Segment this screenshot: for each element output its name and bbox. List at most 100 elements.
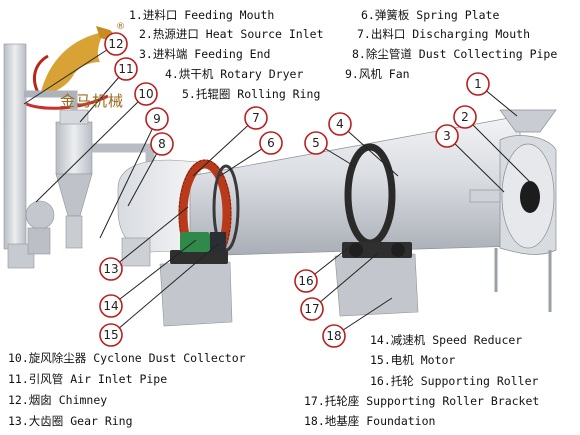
legend-number: 17. <box>304 394 325 408</box>
legend-chinese: 引风管 <box>28 372 64 386</box>
callout-number: 1 <box>474 77 482 91</box>
legend-item: 9.风机 Fan <box>345 67 410 81</box>
callout-number: 8 <box>158 137 166 151</box>
callout-circle <box>99 323 123 347</box>
callout-number: 6 <box>267 136 275 150</box>
callout-4: 4 <box>328 112 352 136</box>
callout-circle <box>150 132 174 156</box>
legend-number: 15. <box>370 353 391 367</box>
callout-circle <box>104 32 128 56</box>
legend-item: 11.引风管 Air Inlet Pipe <box>8 372 167 386</box>
callout-circle <box>466 72 490 96</box>
legend-number: 5. <box>182 87 196 101</box>
foundation-right <box>334 253 419 317</box>
legend-number: 1. <box>129 8 143 22</box>
callout-1: 1 <box>466 72 490 96</box>
legend-number: 8. <box>352 47 366 61</box>
legend-chinese: 进料端 <box>152 47 188 61</box>
callout-circle <box>453 105 477 129</box>
callout-7: 7 <box>244 106 268 130</box>
callout-circle <box>435 124 459 148</box>
legend-english: Spring Plate <box>416 8 500 22</box>
callout-circle <box>304 131 328 155</box>
callout-5: 5 <box>304 131 328 155</box>
callout-12: 12 <box>104 32 128 56</box>
legend-english: Dust Collecting Pipe <box>418 47 558 61</box>
legend-number: 9. <box>345 67 359 81</box>
cyclone-dust-collector <box>55 109 93 249</box>
legend-english: Supporting Roller Bracket <box>366 394 540 408</box>
legend-chinese: 电机 <box>390 353 414 367</box>
feed-end-hood <box>469 109 557 312</box>
callout-14: 14 <box>99 294 123 318</box>
legend-english: Speed Reducer <box>432 333 523 347</box>
callout-circle <box>300 297 324 321</box>
callout-number: 9 <box>153 112 161 126</box>
legend-number: 3. <box>139 47 153 61</box>
callout-circle <box>99 257 123 281</box>
callout-circle <box>99 294 123 318</box>
callout-circle <box>259 131 283 155</box>
legend-number: 10. <box>8 351 29 365</box>
callout-number: 16 <box>298 274 313 288</box>
legend-english: Feeding End <box>194 47 271 61</box>
legend-english: Feeding Mouth <box>184 8 275 22</box>
callout-number: 4 <box>336 117 344 131</box>
legend-english: Discharging Mouth <box>412 27 530 41</box>
callout-6: 6 <box>259 131 283 155</box>
chimney <box>3 43 27 250</box>
legend-english: Gear Ring <box>70 414 133 428</box>
callout-16: 16 <box>294 269 318 293</box>
callout-circle <box>134 82 158 106</box>
legend-english: Rotary Dryer <box>220 67 304 81</box>
callout-number: 14 <box>103 299 118 313</box>
callout-number: 7 <box>252 111 260 125</box>
callout-circle <box>294 269 318 293</box>
legend-english: Motor <box>420 353 456 367</box>
callout-13: 13 <box>99 257 123 281</box>
legend-chinese: 托轮 <box>390 374 414 388</box>
callout-8: 8 <box>150 132 174 156</box>
legend-item: 6.弹簧板 Spring Plate <box>361 8 499 22</box>
callout-number: 10 <box>138 87 153 101</box>
callout-2: 2 <box>453 105 477 129</box>
legend-chinese: 烟囱 <box>28 393 52 407</box>
legend-item: 18.地基座 Foundation <box>304 414 435 428</box>
legend-chinese: 进料口 <box>142 8 178 22</box>
legend-number: 18. <box>304 414 325 428</box>
legend-english: Air Inlet Pipe <box>70 372 168 386</box>
legend-item: 14.减速机 Speed Reducer <box>370 333 522 347</box>
legend-number: 2. <box>139 27 153 41</box>
legend-chinese: 旋风除尘器 <box>28 351 87 365</box>
legend-chinese: 出料口 <box>370 27 406 41</box>
legend-item: 3.进料端 Feeding End <box>139 47 270 61</box>
callout-circle <box>114 57 138 81</box>
legend-item: 8.除尘管道 Dust Collecting Pipe <box>352 47 557 61</box>
legend-english: Heat Source Inlet <box>205 27 324 41</box>
callout-number: 13 <box>103 262 118 276</box>
callout-circle <box>322 324 346 348</box>
callout-3: 3 <box>435 124 459 148</box>
callout-number: 17 <box>304 302 319 316</box>
callout-circle <box>145 107 169 131</box>
callout-18: 18 <box>322 324 346 348</box>
legend-item: 4.烘干机 Rotary Dryer <box>165 67 303 81</box>
legend-item: 5.托辊圈 Rolling Ring <box>182 87 320 101</box>
legend-item: 15.电机 Motor <box>370 353 455 367</box>
legend-english: Rolling Ring <box>237 87 321 101</box>
fan <box>25 200 55 230</box>
legend-chinese: 托轮座 <box>324 394 360 408</box>
foundation-left <box>159 261 233 327</box>
legend-item: 13.大齿圈 Gear Ring <box>8 414 133 428</box>
legend-english: Supporting Roller <box>420 374 539 388</box>
callout-number: 5 <box>312 136 320 150</box>
legend-chinese: 风机 <box>358 67 382 81</box>
callout-number: 12 <box>108 37 123 51</box>
legend-english: Fan <box>388 67 410 81</box>
legend-number: 6. <box>361 8 375 22</box>
callout-number: 3 <box>443 129 451 143</box>
legend-item: 12.烟囱 Chimney <box>8 393 107 407</box>
